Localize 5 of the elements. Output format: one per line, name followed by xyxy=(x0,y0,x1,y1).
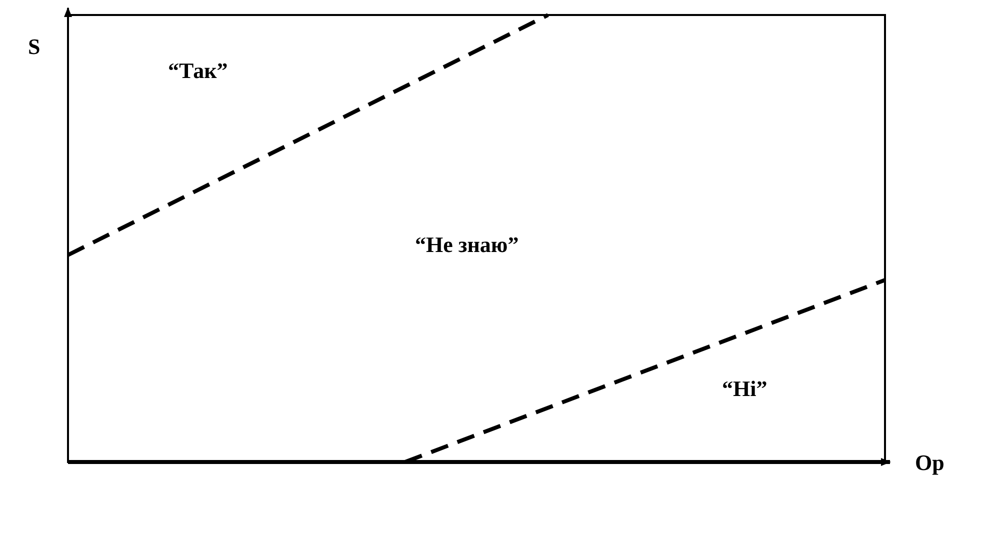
axis-label: S xyxy=(28,36,40,58)
region-label: “Не знаю” xyxy=(415,234,519,256)
region-label: “Так” xyxy=(168,60,228,82)
region-label: “Ні” xyxy=(722,378,768,400)
axis-label: Op xyxy=(915,452,944,474)
